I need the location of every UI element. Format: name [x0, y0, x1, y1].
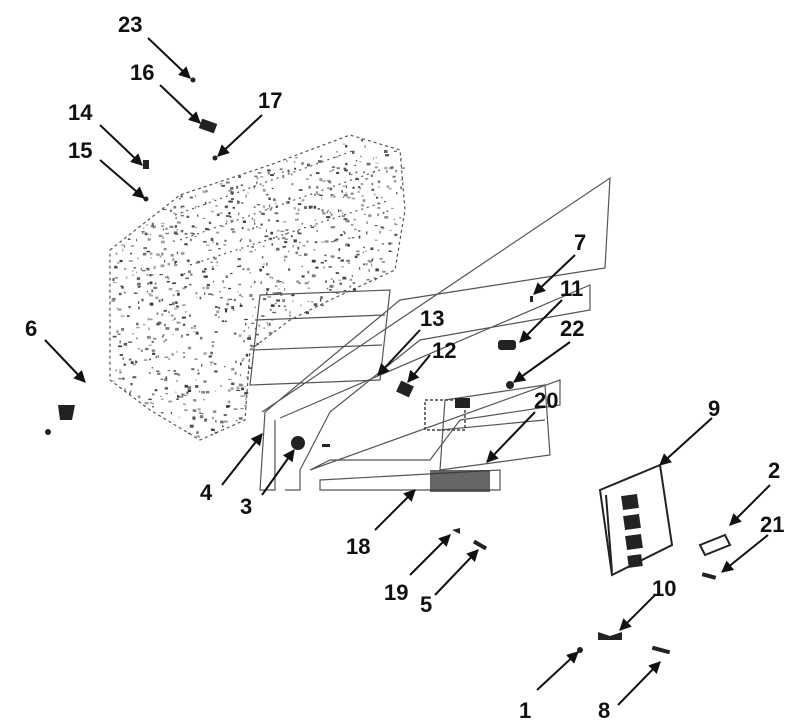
callout-23: 23 — [118, 12, 142, 37]
callout-6: 6 — [25, 316, 37, 341]
leader-14 — [99, 124, 143, 166]
part-19 — [452, 528, 460, 534]
leader-18 — [374, 489, 416, 531]
leader-12 — [407, 354, 431, 383]
small-parts — [45, 77, 732, 655]
callout-5: 5 — [420, 592, 432, 617]
part-17 — [212, 155, 218, 161]
callout-16: 16 — [130, 60, 154, 85]
part-14 — [143, 160, 149, 169]
callout-7: 7 — [574, 230, 586, 255]
callout-19: 19 — [384, 580, 408, 605]
callout-22: 22 — [560, 316, 584, 341]
leader-4 — [221, 433, 263, 486]
callout-20: 20 — [534, 388, 558, 413]
leader-3 — [261, 449, 295, 496]
callout-4: 4 — [200, 480, 213, 505]
leader-10 — [619, 594, 656, 631]
part-21 — [701, 572, 717, 580]
callout-17: 17 — [258, 88, 282, 113]
leader-2 — [729, 484, 771, 526]
wiring-harness-outline — [249, 176, 611, 491]
part-3 — [291, 436, 305, 450]
part-12 — [396, 380, 414, 398]
ecm-module — [598, 463, 674, 577]
engine-speckle-texture — [111, 139, 406, 438]
part-11 — [498, 340, 516, 350]
callout-13: 13 — [420, 306, 444, 331]
part-16 — [198, 118, 218, 134]
part-7 — [530, 296, 533, 302]
part-6-sensor — [58, 405, 75, 420]
callout-21: 21 — [760, 512, 784, 537]
part-22 — [506, 381, 514, 389]
part-8 — [651, 645, 671, 655]
leader-9 — [659, 417, 713, 466]
leader-6 — [44, 339, 86, 383]
callout-18: 18 — [346, 534, 370, 559]
callout-11: 11 — [560, 276, 583, 301]
callout-labels: 1 2 3 4 5 6 7 8 9 10 11 12 13 14 15 16 1… — [25, 12, 784, 723]
callout-2: 2 — [768, 458, 780, 483]
callout-3: 3 — [240, 494, 252, 519]
part-10 — [598, 632, 622, 640]
callout-leaders — [44, 37, 771, 706]
part-5 — [472, 539, 488, 551]
leader-19 — [409, 534, 451, 576]
gasket-part-2 — [698, 533, 732, 557]
leader-1 — [536, 651, 579, 691]
leader-11 — [519, 299, 563, 343]
leader-7 — [533, 254, 576, 295]
part-23 — [190, 77, 196, 83]
leader-20 — [486, 411, 536, 463]
callout-12: 12 — [432, 338, 456, 363]
leader-8 — [617, 661, 661, 706]
leader-23 — [147, 37, 191, 79]
callout-8: 8 — [598, 698, 610, 723]
leader-15 — [99, 159, 145, 199]
leader-16 — [159, 84, 201, 124]
leader-22 — [513, 341, 571, 383]
callout-14: 14 — [68, 100, 93, 125]
leader-21 — [721, 534, 769, 573]
callout-10: 10 — [652, 576, 676, 601]
callout-9: 9 — [708, 396, 720, 421]
leader-13 — [377, 329, 421, 376]
leader-17 — [217, 114, 263, 157]
callout-15: 15 — [68, 138, 92, 163]
callout-1: 1 — [519, 698, 531, 723]
engine-block — [109, 134, 406, 441]
leader-5 — [434, 549, 479, 596]
